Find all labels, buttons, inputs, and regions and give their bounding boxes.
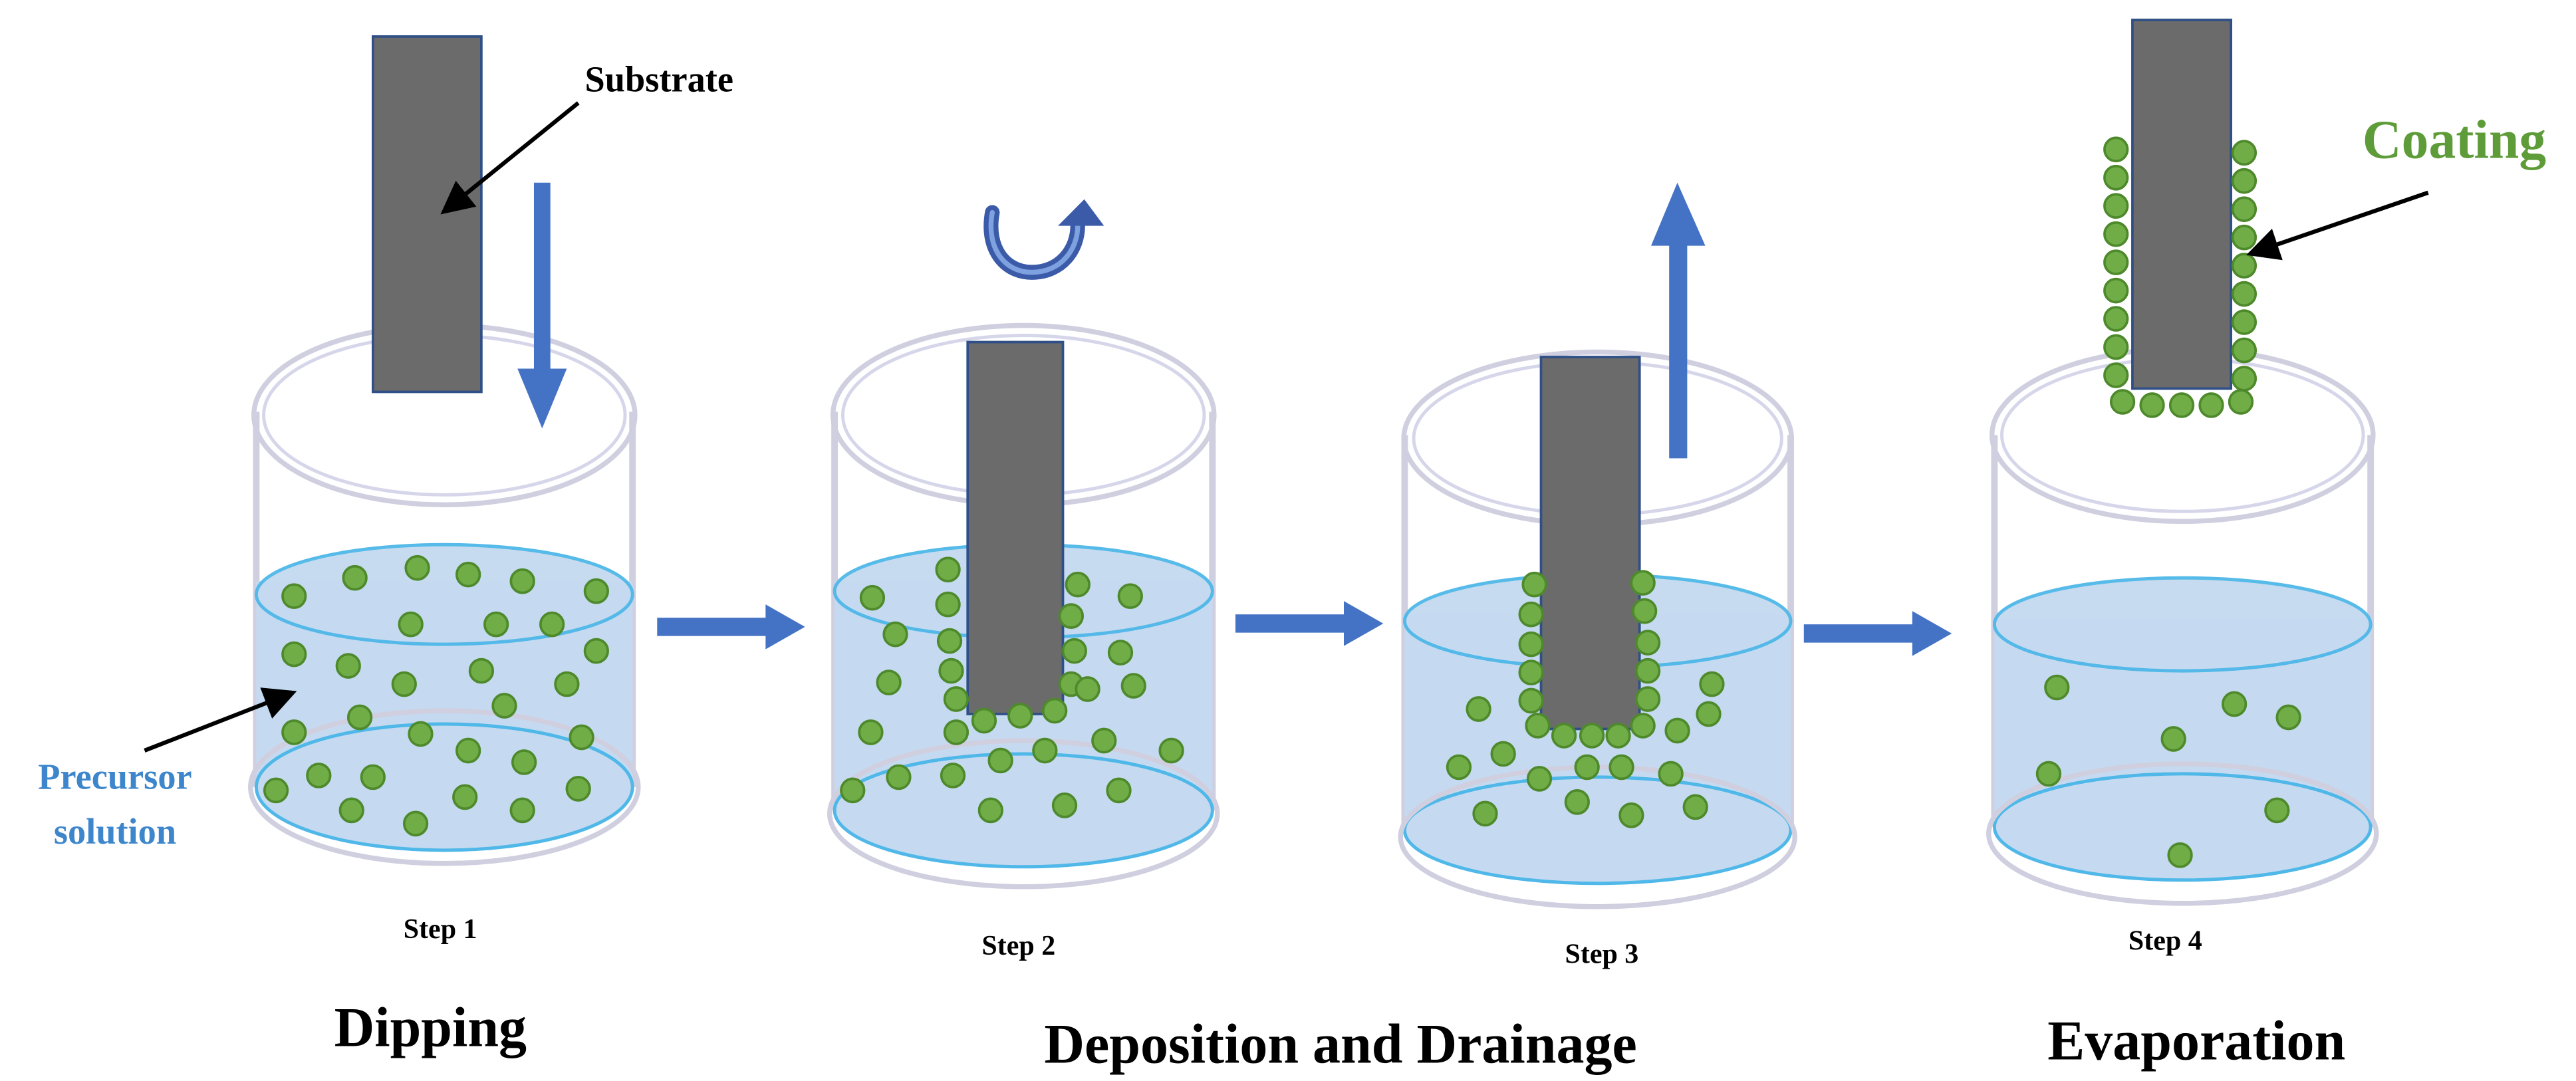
particles-step-2: [840, 556, 1184, 824]
stage-deposition-title: Deposition and Drainage: [1044, 1013, 1636, 1076]
coating-label: Coating: [2363, 109, 2546, 170]
up-arrow-icon: [1651, 182, 1706, 459]
particles-step-4: [2035, 674, 2301, 868]
coating-pointer: [2246, 190, 2429, 261]
particles-step-1: [263, 554, 609, 837]
step-4-label: Step 4: [2128, 925, 2202, 956]
beaker-step-4: [1986, 19, 2379, 906]
beaker-step-2: [827, 199, 1220, 890]
precursor-pointer: [144, 687, 297, 753]
substrate: [1539, 356, 1641, 731]
right-arrow-icon: [1803, 611, 1952, 656]
step-2-label: Step 2: [981, 930, 1055, 961]
step-1-label: Step 1: [404, 913, 477, 945]
substrate: [371, 35, 483, 394]
rotate-arrow-icon: [983, 199, 1104, 280]
beaker-step-3: [1398, 182, 1797, 909]
step-3-label: Step 3: [1565, 938, 1638, 969]
coating-particles: [2103, 136, 2257, 418]
precursor-label-line1: Precursor: [38, 756, 192, 796]
stage-dipping-title: Dipping: [334, 997, 527, 1059]
substrate: [2131, 19, 2233, 390]
down-arrow-icon: [517, 182, 567, 429]
stage-evaporation-title: Evaporation: [2047, 1010, 2345, 1072]
substrate-label: Substrate: [585, 59, 733, 99]
beaker-step-1: [248, 35, 641, 866]
right-arrow-icon: [657, 604, 805, 650]
precursor-label-line2: solution: [54, 811, 176, 852]
substrate: [966, 340, 1065, 715]
substrate-pointer: [440, 101, 580, 215]
right-arrow-icon: [1235, 601, 1384, 646]
particles-step-3: [1446, 570, 1725, 828]
